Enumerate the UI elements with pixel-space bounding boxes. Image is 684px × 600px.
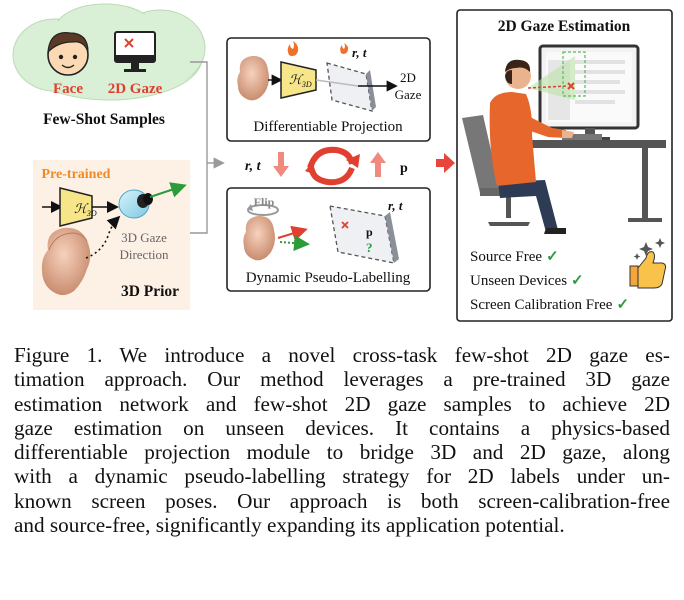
desk-icon bbox=[522, 140, 666, 148]
feature-unseen-devices: Unseen Devices✓ bbox=[470, 273, 584, 289]
caption-line: and source-free, significantly expanding… bbox=[14, 513, 565, 538]
feature-calibration-free: Screen Calibration Free✓ bbox=[470, 297, 629, 313]
pseudo-labelling-panel: Flip r, t p ? Dynamic Pseudo-Labelling bbox=[226, 187, 431, 292]
cycle-section: r, t p bbox=[245, 146, 408, 186]
connector-lines bbox=[190, 61, 225, 234]
svg-text:Gaze: Gaze bbox=[395, 87, 422, 102]
prior-title: 3D Prior bbox=[121, 283, 179, 300]
svg-text:ℋ3D: ℋ3D bbox=[74, 201, 97, 218]
feature-source-free: Source Free✓ bbox=[470, 249, 559, 265]
cycle-arrows-icon bbox=[305, 146, 360, 186]
gaze-direction-label-2: Direction bbox=[119, 247, 169, 262]
few-shot-samples-panel: Face 2D Gaze Few-Shot Samples bbox=[12, 3, 206, 128]
estimation-panel: 2D Gaze Estimation bbox=[456, 9, 673, 322]
svg-text:?: ? bbox=[366, 240, 373, 255]
feature-list: Source Free✓ Unseen Devices✓ Screen Cali… bbox=[470, 249, 629, 313]
pseudo-title: Dynamic Pseudo-Labelling bbox=[246, 270, 411, 286]
face-label: Face bbox=[53, 81, 83, 97]
face-avatar-icon bbox=[47, 32, 89, 76]
head-small-icon bbox=[237, 55, 269, 101]
prior-panel: Pre-trained ℋ3D 3D Gaze Direction 3D Pri… bbox=[33, 160, 190, 310]
svg-text:r, t: r, t bbox=[352, 45, 367, 60]
monitor-icon bbox=[114, 31, 156, 72]
flip-icon bbox=[247, 204, 279, 216]
caption-line: differentiable projection module to brid… bbox=[14, 440, 670, 465]
to-estimation-arrow bbox=[436, 153, 455, 173]
estimation-title: 2D Gaze Estimation bbox=[498, 18, 631, 35]
svg-text:r, t: r, t bbox=[388, 198, 403, 213]
pseudo-screen bbox=[329, 205, 395, 264]
eyeball-icon bbox=[118, 189, 153, 219]
projection-panel: ℋ3D r, t 2D Gaze Differentiable Projecti… bbox=[226, 37, 431, 142]
svg-text:p: p bbox=[366, 225, 373, 239]
caption-line: gaze estimation on unseen devices. It co… bbox=[14, 415, 670, 440]
fire-icon bbox=[287, 41, 349, 56]
caption-line: with a dynamic pseudo-labelling strategy… bbox=[14, 464, 670, 489]
few-shot-title: Few-Shot Samples bbox=[43, 111, 165, 128]
head-3d-icon bbox=[41, 227, 91, 296]
svg-text:Flip: Flip bbox=[254, 195, 275, 209]
caption-line: estimation network and few-shot 2D gaze … bbox=[14, 391, 670, 416]
caption-line: known screen poses. Our approach is both… bbox=[14, 488, 670, 513]
h3d-block bbox=[59, 187, 93, 227]
caption-line: Figure 1. We introduce a novel cross-tas… bbox=[14, 343, 670, 367]
figure-caption: Figure 1. We introduce a novel cross-tas… bbox=[14, 343, 670, 537]
head-flip-icon bbox=[243, 215, 275, 261]
svg-text:r, t: r, t bbox=[245, 159, 262, 174]
thumbs-up-icon bbox=[629, 238, 667, 289]
pretrained-label: Pre-trained bbox=[42, 167, 111, 182]
projection-title: Differentiable Projection bbox=[253, 119, 403, 135]
svg-text:p: p bbox=[400, 161, 408, 176]
gaze-2d-label: 2D Gaze bbox=[108, 81, 163, 97]
gaze-direction-label-1: 3D Gaze bbox=[121, 230, 167, 245]
svg-text:ℋ3D: ℋ3D bbox=[289, 72, 312, 89]
figure-1-diagram: Face 2D Gaze Few-Shot Samples Pre-traine… bbox=[12, 3, 673, 322]
svg-text:2D: 2D bbox=[400, 70, 416, 85]
caption-line: timation approach. Our method leverages … bbox=[14, 367, 670, 392]
person-icon bbox=[489, 59, 574, 234]
